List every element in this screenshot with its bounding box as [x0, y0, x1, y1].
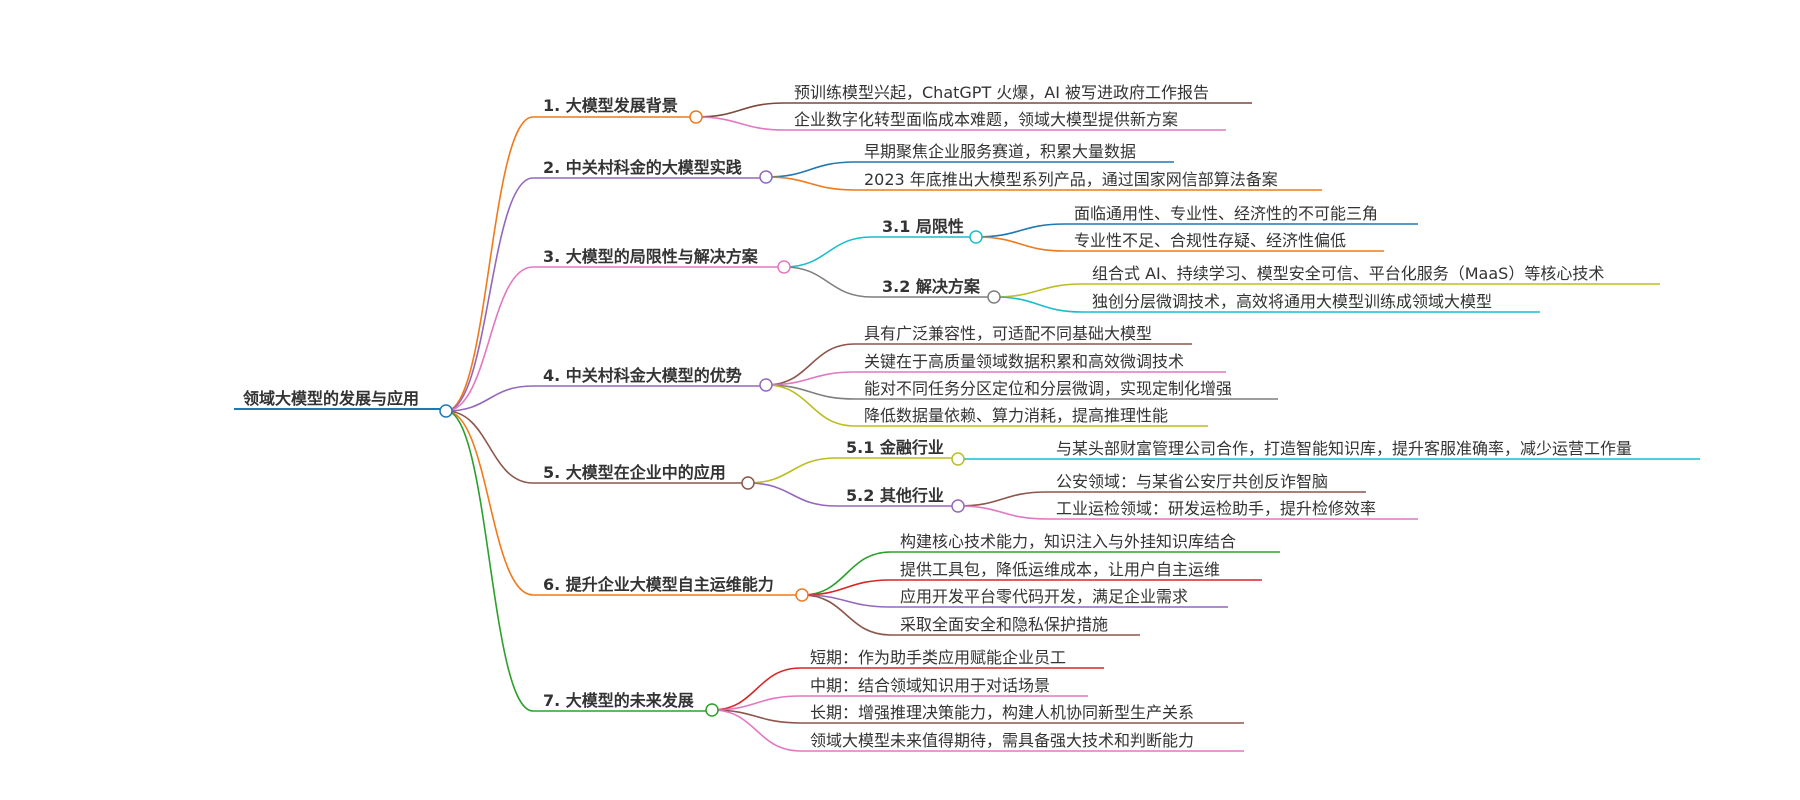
connector-branch-5-to-child-2 — [747, 482, 837, 507]
leaf-5-1-1: 与某头部财富管理公司合作，打造智能知识库，提升客服准确率，减少运营工作量 — [1056, 439, 1632, 458]
connector-root-to-branch-5 — [445, 410, 534, 484]
branch-6-collapse-toggle[interactable] — [795, 588, 809, 602]
leaf-6-4: 采取全面安全和隐私保护措施 — [900, 615, 1108, 634]
leaf-6-1: 构建核心技术能力，知识注入与外挂知识库结合 — [900, 532, 1236, 551]
branch-1-collapse-toggle[interactable] — [689, 110, 703, 124]
subbranch-5-1-label[interactable]: 5.1 金融行业 — [846, 438, 944, 457]
leaf-1-1: 预训练模型兴起，ChatGPT 火爆，AI 被写进政府工作报告 — [794, 83, 1209, 102]
connector-root-to-branch-7 — [445, 410, 534, 712]
leaf-3-1-1: 面临通用性、专业性、经济性的不可能三角 — [1074, 204, 1378, 223]
leaf-7-2: 中期：结合领域知识用于对话场景 — [810, 676, 1050, 695]
branch-5-label[interactable]: 5. 大模型在企业中的应用 — [543, 463, 726, 482]
connector-sub-5-2-to-leaf-1 — [957, 491, 1048, 507]
connector-branch-6-to-child-3 — [801, 594, 892, 608]
leaf-5-2-2: 工业运检领域：研发运检助手，提升检修效率 — [1056, 499, 1376, 518]
subbranch-5-2-label[interactable]: 5.2 其他行业 — [846, 486, 944, 505]
connector-root-to-branch-1 — [445, 116, 534, 412]
leaf-4-4: 降低数据量依赖、算力消耗，提高推理性能 — [864, 406, 1168, 425]
connector-sub-3-2-to-leaf-2 — [993, 296, 1084, 313]
connector-branch-6-to-child-1 — [801, 551, 892, 596]
leaf-4-1: 具有广泛兼容性，可适配不同基础大模型 — [864, 324, 1152, 343]
connector-branch-5-to-child-1 — [747, 457, 837, 484]
branch-6-label[interactable]: 6. 提升企业大模型自主运维能力 — [543, 575, 774, 594]
connector-branch-6-to-child-4 — [801, 594, 892, 636]
connector-branch-2-to-child-2 — [765, 176, 856, 191]
leaf-3-1-2: 专业性不足、合规性存疑、经济性偏低 — [1074, 231, 1346, 250]
branch-4-collapse-toggle[interactable] — [759, 378, 773, 392]
connector-root-to-branch-6 — [445, 410, 534, 596]
root-node-label[interactable]: 领域大模型的发展与应用 — [243, 389, 419, 408]
connector-branch-3-to-child-2 — [783, 266, 873, 298]
subbranch-3-2-collapse-toggle[interactable] — [987, 290, 1001, 304]
connector-sub-5-2-to-leaf-2 — [957, 505, 1048, 520]
subbranch-3-1-collapse-toggle[interactable] — [969, 230, 983, 244]
node-layer: 领域大模型的发展与应用 1. 大模型发展背景 预训练模型兴起，ChatGPT 火… — [234, 83, 1700, 752]
root-collapse-toggle[interactable] — [439, 404, 453, 418]
leaf-2-1: 早期聚焦企业服务赛道，积累大量数据 — [864, 142, 1136, 161]
connector-sub-3-1-to-leaf-1 — [975, 223, 1066, 238]
connector-root-to-branch-2 — [445, 177, 534, 412]
branch-5-collapse-toggle[interactable] — [741, 476, 755, 490]
leaf-2-2: 2023 年底推出大模型系列产品，通过国家网信部算法备案 — [864, 170, 1278, 189]
leaf-7-3: 长期：增强推理决策能力，构建人机协同新型生产关系 — [810, 703, 1194, 722]
leaf-5-2-1: 公安领域：与某省公安厅共创反诈智脑 — [1056, 472, 1328, 491]
leaf-7-1: 短期：作为助手类应用赋能企业员工 — [810, 648, 1066, 667]
connector-branch-4-to-child-2 — [765, 371, 856, 386]
subbranch-3-1-label[interactable]: 3.1 局限性 — [882, 217, 964, 236]
connector-branch-7-to-child-3 — [711, 709, 802, 724]
subbranch-5-1-collapse-toggle[interactable] — [951, 452, 965, 466]
connector-sub-3-1-to-leaf-2 — [975, 236, 1066, 252]
connector-layer — [445, 102, 1084, 752]
leaf-3-2-2: 独创分层微调技术，高效将通用大模型训练成领域大模型 — [1092, 292, 1492, 311]
connector-branch-4-to-child-4 — [765, 384, 856, 427]
branch-2-label[interactable]: 2. 中关村科金的大模型实践 — [543, 158, 742, 177]
leaf-1-2: 企业数字化转型面临成本难题，领域大模型提供新方案 — [794, 110, 1178, 129]
branch-1-label[interactable]: 1. 大模型发展背景 — [543, 96, 678, 115]
connector-root-to-branch-3 — [445, 266, 534, 412]
leaf-6-3: 应用开发平台零代码开发，满足企业需求 — [900, 587, 1188, 606]
connector-branch-1-to-child-1 — [695, 102, 786, 118]
connector-branch-7-to-child-1 — [711, 667, 802, 711]
branch-4-label[interactable]: 4. 中关村科金大模型的优势 — [543, 366, 742, 385]
leaf-4-2: 关键在于高质量领域数据积累和高效微调技术 — [864, 352, 1184, 371]
leaf-3-2-1: 组合式 AI、持续学习、模型安全可信、平台化服务（MaaS）等核心技术 — [1092, 264, 1604, 283]
connector-sub-3-2-to-leaf-1 — [993, 283, 1084, 298]
connector-branch-7-to-child-4 — [711, 709, 802, 752]
connector-root-to-branch-4 — [445, 385, 534, 412]
leaf-6-2: 提供工具包，降低运维成本，让用户自主运维 — [900, 560, 1220, 579]
branch-3-label[interactable]: 3. 大模型的局限性与解决方案 — [543, 247, 759, 266]
branch-7-collapse-toggle[interactable] — [705, 703, 719, 717]
connector-branch-3-to-child-1 — [783, 236, 873, 268]
leaf-4-3: 能对不同任务分区定位和分层微调，实现定制化增强 — [864, 379, 1232, 398]
connector-branch-1-to-child-2 — [695, 116, 786, 131]
leaf-7-4: 领域大模型未来值得期待，需具备强大技术和判断能力 — [810, 731, 1194, 750]
connector-branch-7-to-child-2 — [711, 695, 802, 711]
branch-2-collapse-toggle[interactable] — [759, 170, 773, 184]
subbranch-5-2-collapse-toggle[interactable] — [951, 499, 965, 513]
connector-branch-2-to-child-1 — [765, 161, 856, 178]
branch-3-collapse-toggle[interactable] — [777, 260, 791, 274]
connector-branch-4-to-child-1 — [765, 343, 856, 386]
subbranch-3-2-label[interactable]: 3.2 解决方案 — [882, 277, 981, 296]
branch-7-label[interactable]: 7. 大模型的未来发展 — [543, 691, 695, 710]
connector-branch-6-to-child-2 — [801, 579, 892, 596]
